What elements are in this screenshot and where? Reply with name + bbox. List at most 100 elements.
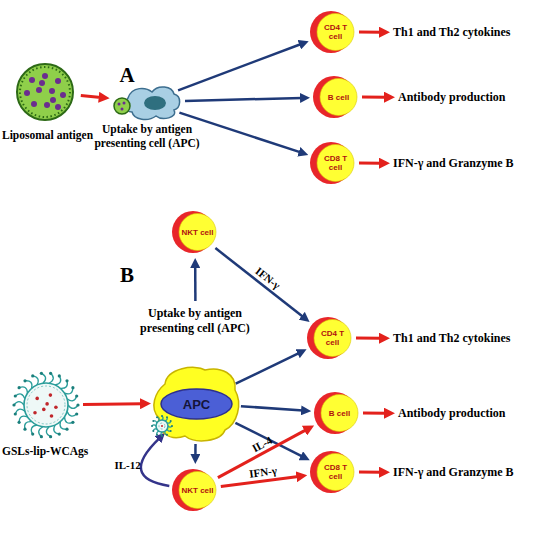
glycolipid-head xyxy=(71,421,74,424)
arrow-connector xyxy=(83,402,142,406)
b-cell: B cell xyxy=(314,390,360,436)
antigen-dot xyxy=(123,102,126,105)
antigen-dot xyxy=(50,414,54,418)
apc-illustration: Uptake by antigen presenting cell (APC) A… xyxy=(125,304,265,444)
liposome-drawing xyxy=(12,62,78,122)
liposome-inner-membrane xyxy=(159,423,165,429)
output-text: Antibody production xyxy=(398,89,548,106)
apc-core-ellipse xyxy=(161,389,232,419)
cell-body xyxy=(317,454,354,491)
cell-label: CD4 T cell xyxy=(319,23,352,41)
output-text: IFN-γ and Granzyme B xyxy=(393,464,545,481)
arrow-connector xyxy=(194,266,197,301)
output-label: Th1 and Th2 cytokines xyxy=(393,24,545,41)
antigen-dot xyxy=(49,88,55,94)
text-holder: CD8 T cell xyxy=(319,140,352,186)
antigen-dot xyxy=(33,411,37,415)
glycolipid-head xyxy=(40,372,43,375)
glycolipid-head xyxy=(161,415,163,417)
antigen-dot xyxy=(121,108,124,111)
cell-body xyxy=(317,145,354,182)
nkt-cell: NKT cell xyxy=(172,467,218,513)
glycolipid-head xyxy=(75,412,78,415)
output-text: IFN-γ and Granzyme B xyxy=(393,155,545,172)
b-cell: B cell xyxy=(313,74,359,120)
glycolipid-head xyxy=(58,433,61,436)
arrow-connector xyxy=(235,423,302,457)
edge-label: IFN-γ xyxy=(248,464,277,479)
glycolipid-head xyxy=(40,435,43,438)
node-label: Uptake by antigen presenting cell (APC) xyxy=(83,122,211,150)
glycolipid-head xyxy=(156,416,158,418)
output-label: IFN-γ and Granzyme B xyxy=(393,155,545,172)
glycolipid-spike xyxy=(67,396,77,401)
output-text: Th1 and Th2 cytokines xyxy=(393,330,545,347)
apc-core: APC xyxy=(160,388,233,420)
antigen-dot xyxy=(55,78,61,84)
antigen-dot xyxy=(54,405,58,409)
apc-cell-body xyxy=(125,87,179,120)
glycolipid-head xyxy=(166,434,168,436)
output-label: Th1 and Th2 cytokines xyxy=(393,330,545,347)
edge-label: IFN-γ xyxy=(253,265,282,292)
antigen-dot xyxy=(50,97,56,103)
glycolipid-head xyxy=(65,428,68,431)
glycolipid-spike xyxy=(41,373,45,383)
glycolipid-head xyxy=(170,430,172,432)
output-label: Antibody production xyxy=(398,89,548,106)
node-label: Uptake by antigen presenting cell (APC) xyxy=(125,306,265,336)
node-label: Liposomal antigen xyxy=(2,128,93,142)
glycolipid-head xyxy=(12,403,15,406)
glycolipid-spike xyxy=(15,409,25,414)
text-holder: CD4 T cell xyxy=(319,9,352,55)
glycolipid-head xyxy=(152,430,154,432)
glycolipid-head xyxy=(31,374,34,377)
cell-label: NKT cell xyxy=(181,228,213,237)
text-holder: Uptake by antigen presenting cell (APC) xyxy=(83,122,211,150)
node-label: APC xyxy=(183,397,210,412)
apc-illustration: Uptake by antigen presenting cell (APC) xyxy=(112,84,182,120)
t-cell: CD4 T cell xyxy=(307,315,353,361)
text-holder: CD4 T cell xyxy=(316,315,349,361)
glycolipid-head xyxy=(14,394,17,397)
glycolipid-head xyxy=(49,372,52,375)
text-holder: Antibody production xyxy=(398,405,548,422)
antigen-dot xyxy=(161,425,163,427)
antigen-dot xyxy=(39,80,45,86)
glycolipid-head xyxy=(49,435,52,438)
glycolipid-head xyxy=(14,412,17,415)
cell-label: NKT cell xyxy=(181,486,213,495)
antigen-dot xyxy=(118,103,121,106)
glycolipid-head xyxy=(18,421,21,424)
antigen-dot xyxy=(44,102,50,108)
text-holder: NKT cell xyxy=(181,209,214,255)
liposome-body xyxy=(17,64,73,120)
node-label: GSLs-lip-WCAgs xyxy=(2,444,88,458)
text-holder: CD8 T cell xyxy=(319,449,352,495)
cell-body xyxy=(320,79,357,116)
liposome-membrane xyxy=(156,420,168,432)
t-cell: CD8 T cell xyxy=(310,140,356,186)
text-holder: Uptake by antigen presenting cell (APC) xyxy=(125,306,265,336)
nkt-cell: NKT cell xyxy=(172,209,218,255)
arrow-connector xyxy=(236,353,300,384)
arrow-connector xyxy=(178,44,301,90)
arrow-connector xyxy=(363,412,386,415)
arrow-connector xyxy=(356,337,381,340)
cell-label: CD4 T cell xyxy=(316,329,349,347)
cell-body xyxy=(321,395,358,432)
antigen-dot xyxy=(42,73,48,79)
t-cell: CD4 T cell xyxy=(310,9,356,55)
arrow-connector xyxy=(141,438,169,486)
glycolipid-head xyxy=(170,420,172,422)
glycolipid-head xyxy=(31,433,34,436)
glycolipid-head xyxy=(151,425,153,427)
text-holder: B cell xyxy=(322,74,355,120)
antigen-dot xyxy=(35,397,39,401)
apc-nucleus xyxy=(144,96,166,110)
antigen-dot xyxy=(24,90,30,96)
glycolipid-head xyxy=(23,379,26,382)
output-label: Antibody production xyxy=(398,405,548,422)
text-holder: GSLs-lip-WCAgs xyxy=(2,444,88,458)
output-text: Antibody production xyxy=(398,405,548,422)
